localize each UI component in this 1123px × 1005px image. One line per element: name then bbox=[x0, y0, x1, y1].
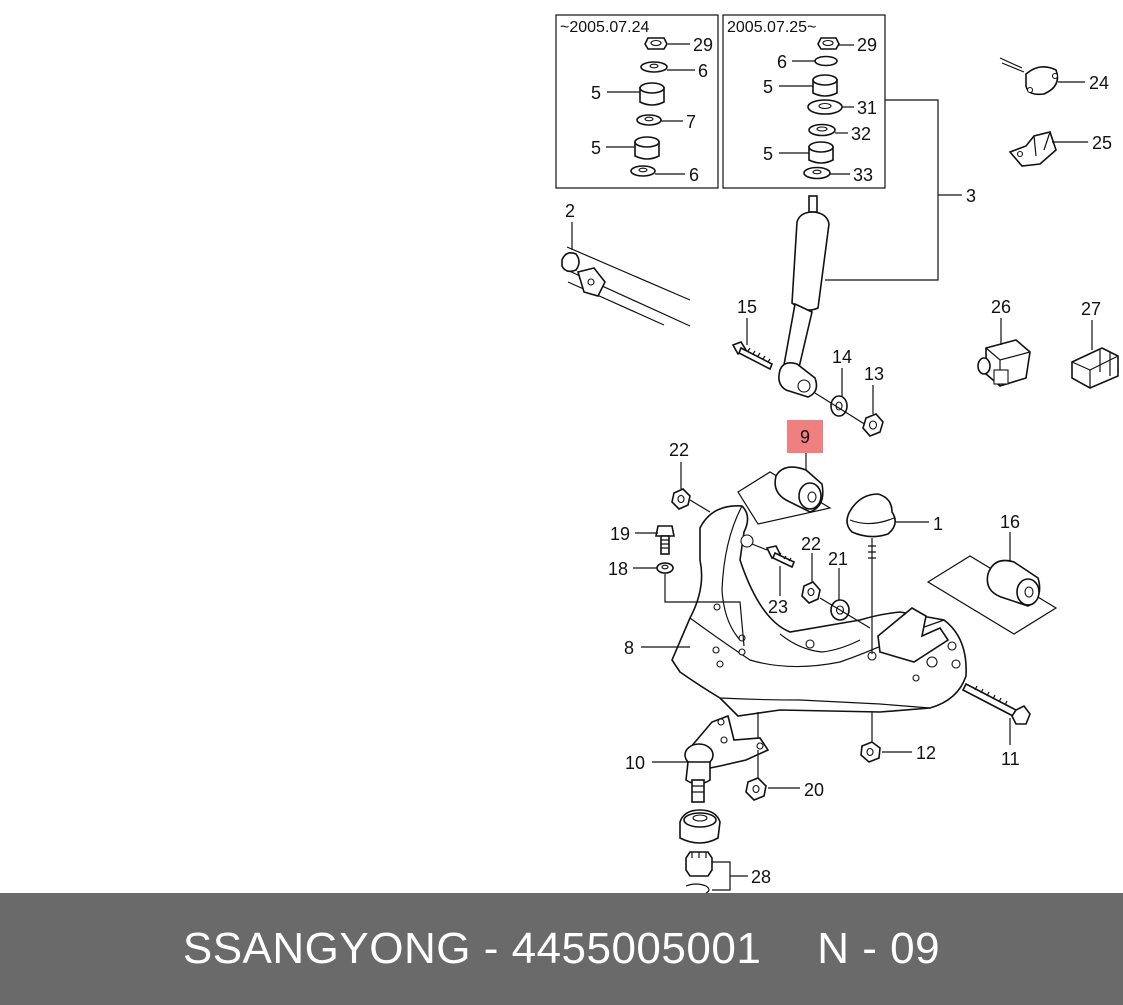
castle-nut-28 bbox=[685, 851, 713, 893]
nut-part bbox=[644, 37, 668, 50]
callout-24: 24 bbox=[1089, 73, 1109, 93]
callout-22a: 22 bbox=[669, 440, 689, 460]
dust-boot bbox=[679, 809, 721, 844]
footer-banner: SSANGYONG - 4455005001 N - 09 bbox=[0, 893, 1123, 1005]
label-29: 29 bbox=[857, 35, 877, 55]
footer-section-code: N - 09 bbox=[817, 924, 941, 973]
label-33: 33 bbox=[853, 165, 873, 185]
bolt-11 bbox=[961, 682, 1031, 725]
inset-after-2005-07-25: 2005.07.25~ 29 6 5 31 32 5 33 bbox=[722, 14, 886, 189]
label-29: 29 bbox=[693, 35, 713, 55]
callout-12: 12 bbox=[916, 743, 936, 763]
inset-before-2005-07-24: ~2005.07.24 29 6 5 7 5 6 bbox=[555, 14, 719, 189]
inset-left-title: ~2005.07.24 bbox=[560, 19, 650, 36]
callout-28: 28 bbox=[751, 867, 771, 887]
callout-25: 25 bbox=[1092, 133, 1112, 153]
callout-26: 26 bbox=[991, 297, 1011, 317]
callout-11: 11 bbox=[1001, 749, 1020, 769]
callout-16: 16 bbox=[1000, 512, 1020, 532]
inset-right-title: 2005.07.25~ bbox=[727, 19, 816, 36]
bolt-15 bbox=[731, 341, 774, 371]
callout-14: 14 bbox=[832, 347, 852, 367]
bolt-19 bbox=[655, 525, 675, 555]
callout-20: 20 bbox=[804, 780, 824, 800]
bracket-25 bbox=[1008, 131, 1057, 167]
bump-stop-1 bbox=[846, 493, 896, 654]
bolt-23 bbox=[765, 545, 796, 569]
label-6b: 6 bbox=[689, 165, 699, 185]
callout-3: 3 bbox=[966, 186, 976, 206]
callout-13: 13 bbox=[864, 364, 884, 384]
callout-9: 9 bbox=[800, 427, 810, 447]
exploded-parts-diagram: ~2005.07.24 29 6 5 7 5 6 bbox=[555, 14, 1119, 893]
label-5: 5 bbox=[763, 77, 773, 97]
shock-absorber bbox=[778, 195, 830, 398]
label-7: 7 bbox=[686, 112, 696, 132]
bushing-26 bbox=[977, 339, 1031, 387]
label-31: 31 bbox=[857, 98, 877, 118]
label-5b: 5 bbox=[763, 144, 773, 164]
label-32: 32 bbox=[851, 124, 871, 144]
callout-19: 19 bbox=[610, 524, 630, 544]
callout-27: 27 bbox=[1081, 299, 1101, 319]
label-6: 6 bbox=[698, 61, 708, 81]
footer-brand-part-number: SSANGYONG - 4455005001 bbox=[182, 924, 762, 973]
callout-23: 23 bbox=[768, 597, 788, 617]
lower-control-arm bbox=[671, 466, 1058, 717]
callout-21: 21 bbox=[828, 549, 848, 569]
bracket-27 bbox=[1071, 347, 1119, 389]
callout-18: 18 bbox=[608, 559, 628, 579]
callout-22b: 22 bbox=[801, 534, 821, 554]
ball-joint-10 bbox=[684, 712, 770, 803]
stabilizer-bar-2 bbox=[561, 246, 691, 327]
highlight-box-9 bbox=[787, 420, 823, 453]
callout-15: 15 bbox=[737, 297, 757, 317]
label-5: 5 bbox=[591, 83, 601, 103]
callout-2: 2 bbox=[565, 201, 575, 221]
label-6: 6 bbox=[777, 52, 787, 72]
label-5b: 5 bbox=[591, 138, 601, 158]
clamp-24 bbox=[999, 57, 1059, 96]
callout-10: 10 bbox=[625, 753, 645, 773]
callout-8: 8 bbox=[624, 638, 634, 658]
callout-1: 1 bbox=[933, 514, 943, 534]
